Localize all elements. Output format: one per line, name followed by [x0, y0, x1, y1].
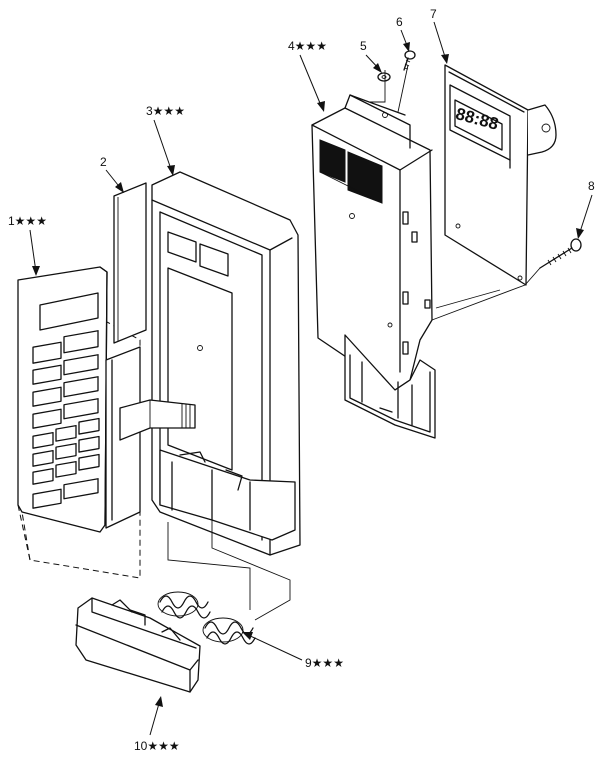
part-3-control-panel-frame: [119, 171, 301, 556]
callout-6: 6: [396, 15, 403, 29]
callout-2: 2: [100, 155, 107, 169]
callout-10: 10★★★: [134, 739, 180, 753]
part-8-mounting-screw: [539, 238, 582, 269]
callout-7: 7: [430, 7, 437, 21]
part-7-display-pc-board: 88:88: [444, 64, 557, 286]
callout-4: 4★★★: [288, 39, 327, 53]
callout-1: 1★★★: [8, 214, 47, 228]
part-6-screw: [403, 50, 416, 71]
part-4-pc-board-housing: [311, 94, 436, 439]
callout-9: 9★★★: [305, 656, 344, 670]
callout-8: 8: [588, 179, 595, 193]
part-5-washer: [377, 72, 391, 82]
part-10-door-button: [75, 597, 201, 693]
part-2-insulation-sheet: [113, 182, 147, 344]
callout-3: 3★★★: [146, 104, 185, 118]
callout-labels: 1★★★ 2 3★★★ 4★★★ 5 6 7 8 9★★★ 10★★★: [8, 7, 595, 753]
callout-5: 5: [360, 39, 367, 53]
leader-lines: [29, 21, 593, 736]
